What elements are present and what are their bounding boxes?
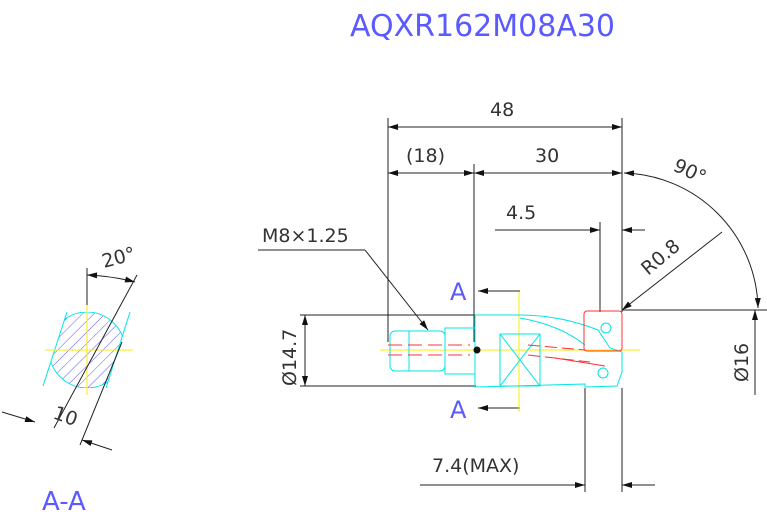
svg-text:30: 30 <box>535 145 559 167</box>
extension-lines <box>300 118 767 492</box>
section-view: 20° 10 A-A <box>1 243 138 517</box>
svg-text:R0.8: R0.8 <box>637 235 684 280</box>
svg-text:4.5: 4.5 <box>506 202 536 224</box>
dimension-corner-radius: R0.8 <box>621 231 723 311</box>
thread-lines <box>388 344 606 367</box>
svg-text:Ø14.7: Ø14.7 <box>279 329 301 386</box>
svg-text:90°: 90° <box>670 155 710 189</box>
dimension-shank-diameter: Ø14.7 <box>279 315 308 386</box>
svg-text:A: A <box>450 396 467 424</box>
svg-text:7.4(MAX): 7.4(MAX) <box>432 455 519 477</box>
svg-text:A: A <box>450 278 467 306</box>
section-label: A-A <box>42 487 86 517</box>
dimension-cut-diameter: Ø16 <box>731 310 758 395</box>
section-marker-bottom: A <box>450 396 520 424</box>
insert <box>583 310 623 352</box>
drawing-title: AQXR162M08A30 <box>350 9 615 44</box>
dimension-shank-head: (18) 30 <box>388 145 622 176</box>
svg-text:M8×1.25: M8×1.25 <box>262 225 349 247</box>
tool-body <box>380 292 640 412</box>
dimension-angle: 90° <box>623 155 761 309</box>
dimension-max-depth: 7.4(MAX) <box>420 455 655 488</box>
thread-callout: M8×1.25 <box>258 225 429 331</box>
svg-text:Ø16: Ø16 <box>731 343 753 382</box>
svg-text:(18): (18) <box>406 145 445 167</box>
dimension-overall-length: 48 <box>388 99 622 130</box>
section-angle: 20° <box>100 243 138 273</box>
svg-text:48: 48 <box>490 99 514 121</box>
section-marker-top: A <box>450 278 520 306</box>
